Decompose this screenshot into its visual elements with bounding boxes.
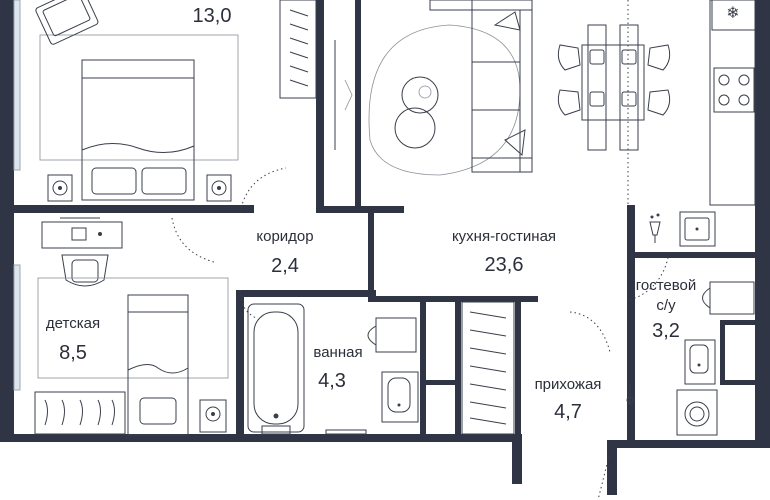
washing-machine-icon bbox=[676, 389, 718, 436]
bedroom-living-wall bbox=[316, 0, 324, 212]
wardrobe-hall-wall bbox=[515, 296, 521, 436]
laundry-wall-2 bbox=[455, 296, 461, 436]
corridor-top-wall bbox=[316, 206, 404, 213]
armchair-icon bbox=[35, 0, 99, 45]
kids-area: 8,5 bbox=[59, 342, 87, 364]
desk-icon bbox=[41, 217, 123, 249]
wardrobe-icon bbox=[461, 301, 515, 435]
sink-icon bbox=[684, 339, 716, 385]
round-rug bbox=[368, 24, 521, 176]
bedroom-area: 13,0 bbox=[193, 5, 232, 27]
toilet-icon bbox=[367, 317, 417, 353]
bottom-wall-step bbox=[512, 434, 522, 484]
wc-left-wall bbox=[627, 205, 635, 440]
living-area: 23,6 bbox=[485, 254, 524, 276]
entry-wall bbox=[607, 440, 617, 495]
wardrobe-icon bbox=[34, 391, 126, 435]
bath-top-wall bbox=[236, 290, 376, 297]
kitchen-counter bbox=[709, 0, 756, 206]
washing-machine-icon bbox=[381, 371, 419, 423]
hall-name: прихожая bbox=[535, 376, 602, 393]
bedroom-rug bbox=[39, 34, 239, 161]
living-furniture: ❄ bbox=[334, 0, 756, 247]
wardrobe-icon bbox=[279, 0, 317, 99]
toilet-icon bbox=[702, 281, 755, 315]
hall-door bbox=[569, 311, 611, 353]
bath-furniture bbox=[247, 303, 419, 435]
bedroom-furniture bbox=[35, 0, 317, 202]
corridor-area: 2,4 bbox=[271, 255, 299, 277]
bath-name: ванная bbox=[313, 344, 362, 361]
hall-furniture bbox=[461, 281, 755, 436]
wc-door bbox=[629, 257, 669, 301]
doors bbox=[171, 167, 669, 500]
left-exterior-wall bbox=[0, 0, 14, 440]
sofa-icon bbox=[429, 0, 533, 173]
dining-table-icon bbox=[581, 24, 645, 151]
bath-corridor-wall bbox=[368, 212, 374, 297]
bed-icon bbox=[81, 59, 195, 201]
hall-top-wall bbox=[368, 296, 538, 302]
kids-rug bbox=[37, 277, 229, 379]
right-exterior-wall bbox=[755, 0, 770, 448]
chair-icon bbox=[557, 44, 671, 116]
wc-shelf-2 bbox=[720, 380, 756, 385]
window-kids bbox=[13, 264, 21, 391]
laundry-wall-1 bbox=[420, 296, 426, 436]
svg-text:❄: ❄ bbox=[726, 5, 739, 22]
guest-wc-name-1: гостевой bbox=[636, 277, 697, 294]
wc-shelf-1 bbox=[720, 320, 756, 325]
coffee-table-icon bbox=[401, 76, 439, 114]
fridge-icon: ❄ bbox=[711, 0, 756, 31]
stove-icon bbox=[713, 67, 755, 113]
kids-right-wall bbox=[236, 290, 244, 440]
bottom-wall-right bbox=[607, 440, 757, 448]
lamp-icon bbox=[47, 174, 232, 202]
bed-icon bbox=[127, 294, 189, 436]
room-labels: 13,0 коридор 2,4 кухня-гостиная 23,6 дет… bbox=[46, 5, 696, 423]
kids-name: детская bbox=[46, 315, 100, 332]
corridor-name: коридор bbox=[256, 228, 313, 245]
bath-area: 4,3 bbox=[318, 370, 346, 392]
kids-furniture bbox=[34, 217, 229, 436]
wc-niche bbox=[720, 320, 725, 385]
laundry-shelf bbox=[420, 380, 460, 385]
bottom-wall-left bbox=[0, 434, 520, 442]
lamp-icon bbox=[199, 399, 227, 433]
bathtub-icon bbox=[247, 303, 305, 435]
hall-area: 4,7 bbox=[554, 401, 582, 423]
kids-door bbox=[171, 217, 215, 263]
bedroom-bottom-wall bbox=[14, 205, 254, 213]
window-bedroom bbox=[13, 0, 21, 171]
chair-icon bbox=[61, 254, 109, 287]
towel-rail bbox=[325, 429, 367, 435]
guest-wc-name-2: с/у bbox=[656, 297, 676, 314]
wc-top-wall bbox=[627, 252, 755, 258]
sink-icon bbox=[649, 211, 716, 247]
wardrobe-wall bbox=[355, 0, 361, 212]
guest-wc-area: 3,2 bbox=[652, 320, 680, 342]
entrance-door bbox=[597, 451, 611, 500]
living-name: кухня-гостиная bbox=[452, 228, 556, 245]
